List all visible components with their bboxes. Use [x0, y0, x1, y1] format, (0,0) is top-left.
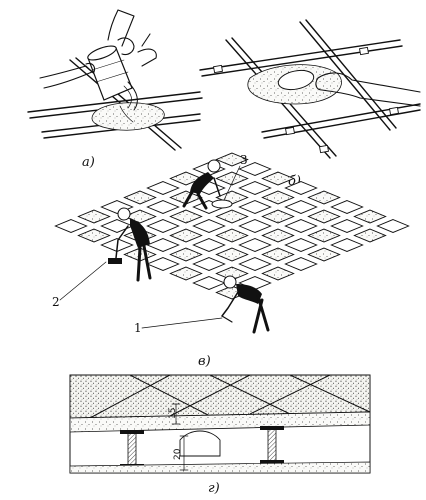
slab-tile — [192, 219, 226, 233]
slab-tile — [100, 219, 134, 233]
slab-tile — [192, 238, 226, 252]
slab-tile — [100, 200, 134, 214]
slab-tile — [146, 219, 180, 233]
slab-tile — [284, 181, 318, 195]
slab-tile — [192, 257, 226, 271]
panel-b-mortar — [247, 64, 342, 105]
callout-2: 2 — [52, 295, 60, 309]
slab-tile — [77, 209, 111, 224]
slab-tile — [169, 171, 203, 186]
slab-tile — [146, 257, 180, 271]
slab-tile — [307, 228, 341, 243]
slab-tile — [215, 228, 249, 243]
panel-g-rails — [120, 426, 284, 468]
slab-tile — [261, 190, 295, 205]
slab-tile — [146, 181, 180, 195]
slab-tile — [169, 228, 203, 243]
callout-1: 1 — [134, 321, 142, 335]
panel-v-slab-field: 1 2 3 в) — [52, 152, 410, 369]
slab-tile — [238, 238, 272, 252]
panel-g-dimensions — [171, 403, 189, 471]
slab-tile — [307, 209, 341, 224]
panel-g-joints — [89, 374, 371, 419]
slab-tile — [192, 276, 226, 290]
worker-2 — [108, 207, 152, 282]
slab-tile — [284, 257, 318, 271]
slab-tile — [261, 209, 295, 224]
slab-tile — [169, 209, 203, 224]
dimension-20: 20 — [173, 448, 183, 460]
slab-tile — [330, 238, 364, 252]
panel-a-mortar — [91, 102, 165, 131]
slab-tile — [261, 171, 295, 186]
slab-tile — [238, 162, 272, 176]
slab-tile — [146, 200, 180, 214]
panel-b-hand — [315, 72, 421, 107]
slab-grid — [54, 152, 410, 300]
slab-tile — [123, 190, 157, 205]
slab-tile — [376, 219, 410, 233]
slab-tile — [169, 266, 203, 281]
slab-tile — [307, 190, 341, 205]
slab-tile — [77, 228, 111, 243]
slab-tile — [284, 238, 318, 252]
slab-tile — [307, 247, 341, 262]
panel-b-smoothing: б) — [199, 19, 421, 189]
slab-tile — [330, 200, 364, 214]
worker-1 — [221, 275, 270, 334]
slab-tile — [215, 247, 249, 262]
panel-a-pouring: а) — [27, 9, 203, 170]
slab-tile — [215, 209, 249, 224]
bucket — [87, 45, 138, 111]
caption-a: а) — [82, 155, 95, 170]
slab-tile — [261, 266, 295, 281]
slab-tile — [169, 247, 203, 262]
slab-tile — [284, 219, 318, 233]
slab-tile — [261, 247, 295, 262]
slab-tile — [238, 219, 272, 233]
slab-tile — [238, 181, 272, 195]
slab-tile — [353, 209, 387, 224]
slab-tile — [353, 228, 387, 243]
slab-tile — [215, 152, 249, 167]
callout-3: 3 — [240, 153, 248, 167]
caption-v: в) — [198, 354, 211, 369]
slab-tile — [54, 219, 88, 233]
panel-a-hands — [39, 9, 157, 89]
slab-tile — [238, 257, 272, 271]
slab-tile — [146, 238, 180, 252]
dimension-15: 15 — [168, 408, 178, 419]
slab-tile — [215, 171, 249, 186]
callout-leaders — [59, 165, 241, 329]
slab-tile — [284, 200, 318, 214]
slab-tile — [238, 200, 272, 214]
panel-g-section: 15 20 г) — [69, 374, 371, 496]
caption-g: г) — [208, 481, 220, 496]
slab-tile — [330, 219, 364, 233]
slab-tile — [261, 228, 295, 243]
panel-b-clamps — [213, 46, 399, 154]
worker-3 — [182, 159, 233, 210]
